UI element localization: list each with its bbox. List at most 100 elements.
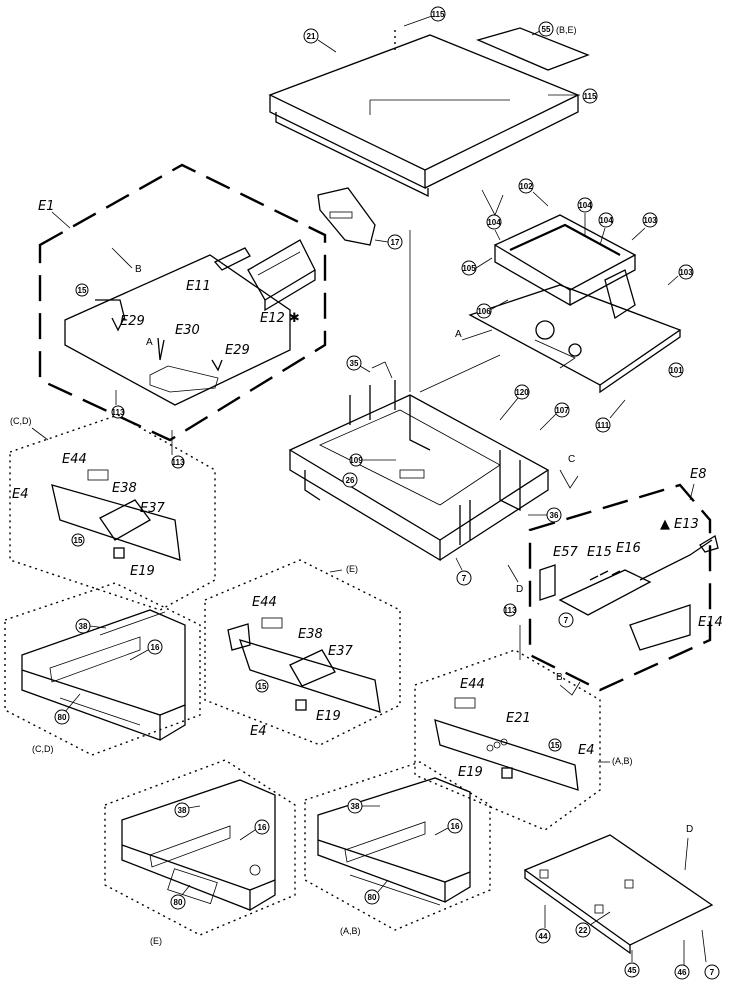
bracket-17: 17 <box>317 187 403 250</box>
callout-120: 120 <box>499 384 530 421</box>
callout-label-36: 36 <box>550 511 559 520</box>
callout-80-cd: 80 <box>54 693 81 725</box>
callout-label-103-b: 103 <box>679 268 693 277</box>
callout-label-120: 120 <box>515 388 529 397</box>
variant-e-mid: (E) <box>346 564 358 574</box>
callout-label-102: 102 <box>519 182 533 191</box>
callout-label-104-b: 104 <box>578 201 592 210</box>
callout-80-e: 80 <box>170 884 191 910</box>
callout-107: 107 <box>539 402 570 431</box>
variant-note-55: (B,E) <box>556 25 577 35</box>
label-e4-a: E4 <box>12 487 29 502</box>
label-e19-c: E19 <box>458 765 483 780</box>
label-e8: E8 <box>690 467 707 482</box>
callout-105: 105 <box>461 257 493 276</box>
variant-cd-top: (C,D) <box>10 416 32 426</box>
callout-label-80-a: 80 <box>58 713 67 722</box>
callout-label-7-b: 7 <box>564 616 569 625</box>
callout-label-105: 105 <box>462 264 476 273</box>
label-e29-b: E29 <box>225 343 250 358</box>
callout-label-38-c: 38 <box>351 802 360 811</box>
callout-label-44: 44 <box>539 932 548 941</box>
callout-38-cd: 38 <box>75 618 107 634</box>
power-cord <box>639 534 719 581</box>
deck-mechanism <box>468 214 682 394</box>
front-panel-cd <box>21 609 186 741</box>
callout-label-104-a: 104 <box>487 218 501 227</box>
callout-80-ab: 80 <box>364 879 389 905</box>
callout-label-46: 46 <box>678 968 687 977</box>
label-e19-a: E19 <box>130 564 155 579</box>
callout-38-e: 38 <box>174 802 201 818</box>
callout-38-ab: 38 <box>347 798 380 814</box>
callout-label-101: 101 <box>669 366 683 375</box>
callout-label-80-b: 80 <box>174 898 183 907</box>
callout-label-106: 106 <box>477 307 491 316</box>
callout-21: 21 <box>303 28 337 53</box>
callout-label-107: 107 <box>555 406 569 415</box>
callout-label-115-right: 115 <box>584 92 597 101</box>
front-panel-ab <box>317 777 471 906</box>
callout-label-45: 45 <box>628 966 637 975</box>
letter-d-bottom: D <box>686 824 693 835</box>
callout-113-power: 113 <box>503 603 521 660</box>
callout-label-35: 35 <box>350 359 359 368</box>
power-board <box>539 564 691 651</box>
callout-45: 45 <box>624 950 640 978</box>
label-e19-b: E19 <box>316 709 341 724</box>
front-panel-cd-region <box>4 582 201 756</box>
callout-16-ab: 16 <box>434 818 463 836</box>
label-sheet-55: 55 (B,E) <box>476 21 590 71</box>
callout-label-21: 21 <box>307 32 316 41</box>
callout-104-a: 104 <box>486 214 502 241</box>
label-e13: E13 <box>674 517 699 532</box>
label-e12: E12 ✱ <box>260 311 300 326</box>
callout-102: 102 <box>518 178 549 207</box>
callout-16-e: 16 <box>239 819 270 841</box>
callout-label-17: 17 <box>391 238 400 247</box>
letter-b-e1: B <box>135 264 142 275</box>
e1-board: 15 <box>64 254 291 406</box>
front-panel-e-region <box>104 759 296 936</box>
callout-7-bottom: 7 <box>701 929 720 980</box>
callout-103-b: 103 <box>667 264 694 286</box>
warning-triangle-icon: ▲ <box>660 517 670 532</box>
label-e15: E15 <box>587 545 612 560</box>
e4-ab-dashed-region <box>414 649 601 831</box>
label-e44-b: E44 <box>252 595 277 610</box>
label-e11: E11 <box>186 279 211 294</box>
callout-16-cd: 16 <box>129 639 163 661</box>
callout-label-55: 55 <box>542 25 551 34</box>
variant-cd-panel: (C,D) <box>32 744 54 754</box>
label-e1: E1 <box>38 199 55 214</box>
label-e57: E57 <box>553 545 578 560</box>
label-e21: E21 <box>506 711 531 726</box>
variant-ab-board: (A,B) <box>612 756 633 766</box>
callout-7-chassis: 7 <box>455 557 472 586</box>
callout-label-104-c: 104 <box>599 216 613 225</box>
top-cover <box>268 30 580 198</box>
front-panel-e <box>121 779 276 911</box>
callout-label-15c: 15 <box>258 682 267 691</box>
letter-a-e1: A <box>146 337 153 348</box>
e1-dashed-region <box>38 163 327 442</box>
callout-label-80-c: 80 <box>368 893 377 902</box>
label-e38-b: E38 <box>298 627 323 642</box>
callout-label-103: 103 <box>643 216 657 225</box>
callout-113-mid: 113 <box>171 430 185 469</box>
label-e37-b: E37 <box>328 644 353 659</box>
callout-22: 22 <box>575 911 611 938</box>
label-e14: E14 <box>698 615 723 630</box>
callout-103: 103 <box>631 212 658 241</box>
label-e4-b: E4 <box>250 724 267 739</box>
label-e44-c: E44 <box>460 677 485 692</box>
label-e44-a: E44 <box>62 452 87 467</box>
callout-113-left: 113 <box>111 390 125 419</box>
chassis <box>288 361 550 562</box>
callout-26: 26 <box>342 472 358 488</box>
variant-e-panel: (E) <box>150 936 162 946</box>
letter-c-chassis: C <box>568 454 575 465</box>
callout-46: 46 <box>674 940 690 980</box>
e11-connector <box>213 247 251 271</box>
